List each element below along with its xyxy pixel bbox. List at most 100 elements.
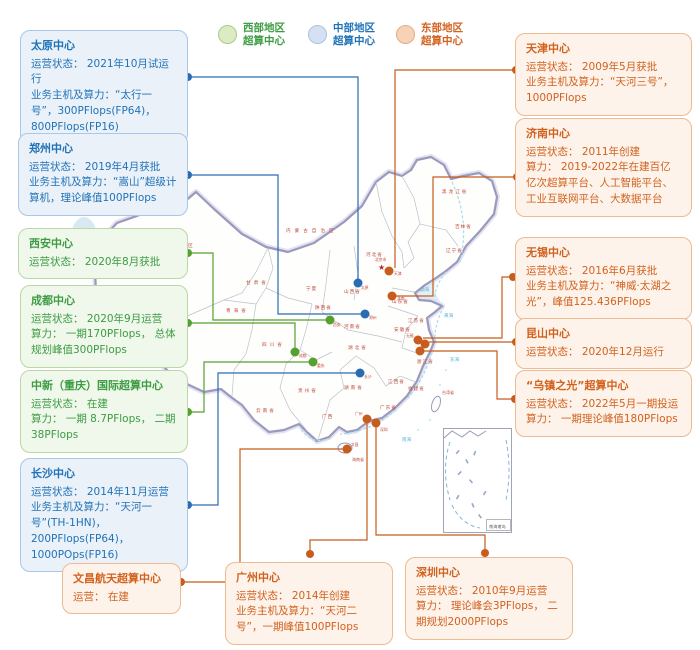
connector-lines xyxy=(181,69,517,583)
center-line: 运营状态： 在建 xyxy=(31,397,108,410)
center-title: 文昌航天超算中心 xyxy=(73,572,161,585)
map-label: 郑州 xyxy=(369,315,377,320)
center-title: 太原中心 xyxy=(31,39,75,52)
map-label: 陕西省 xyxy=(315,304,332,311)
center-line: 运营状态： 2014年创建 xyxy=(236,589,351,602)
center-box-zhengzhou: 郑州中心 运营状态： 2019年4月获批 业务主机及算力：“嵩山”超级计算机，理… xyxy=(18,133,188,216)
map-dot-tianjin xyxy=(384,266,394,276)
map-dot-wuzhen xyxy=(415,346,425,356)
map-label: 安徽省 xyxy=(394,326,411,333)
coastline xyxy=(299,181,465,441)
map-label: 河南省 xyxy=(344,323,361,330)
map-label: 台湾省 xyxy=(442,389,454,395)
center-box-taiyuan: 太原中心 运营状态： 2021年10月试运行 业务主机及算力：“太行一号”，30… xyxy=(20,30,188,145)
china-outline xyxy=(92,154,500,444)
center-line: 算力： 2019-2022年在建百亿亿次超算平台、人工智能平台、工业互联网平台、… xyxy=(526,161,673,205)
legend-item-west: 西部地区超算中心 xyxy=(218,22,285,47)
map-label: 成都 xyxy=(299,353,307,358)
map-dot-chengdu xyxy=(290,347,300,357)
map-dot-wenchang xyxy=(342,444,352,454)
legend-label-west: 西部地区超算中心 xyxy=(243,22,285,47)
center-line: 运营状态： 2020年8月获批 xyxy=(29,255,161,268)
center-box-shenzhen: 深圳中心 运营状态： 2010年9月运营 算力： 理论峰会3PFlops， 二期… xyxy=(405,557,573,640)
center-box-wuzhen: “乌镇之光”超算中心 运营状态： 2022年5月一期投运 算力： 一期理论峰值1… xyxy=(515,370,692,437)
connector-tianjin xyxy=(394,69,516,268)
map-label: 天津 xyxy=(394,271,402,276)
center-box-wenchang: 文昌航天超算中心 运营： 在建 xyxy=(62,563,181,615)
legend-circle-central-icon xyxy=(308,25,327,45)
center-box-kunshan: 昆山中心 运营状态： 2020年12月运行 xyxy=(515,318,692,370)
center-title: 中新（重庆）国际超算中心 xyxy=(31,379,163,392)
map-label: 广西 xyxy=(322,413,333,420)
connector-wuxi xyxy=(423,276,513,339)
center-line: 算力： 一期170PFlops， 总体规划峰值300PFlops xyxy=(31,328,176,356)
map-label: 太原 xyxy=(361,285,369,290)
map-label: 东海 xyxy=(450,356,460,363)
center-title: 无锡中心 xyxy=(526,246,570,259)
center-line: 业务主机及算力：“天河二号”，一期峰值100PFlops xyxy=(236,605,359,633)
map-label: 无锡 xyxy=(406,333,414,338)
legend-label-east: 东部地区超算中心 xyxy=(421,22,463,47)
beijing-star-icon: ★ xyxy=(378,263,385,272)
map-dot-taiyuan xyxy=(353,278,363,288)
legend-circle-east-icon xyxy=(396,25,415,45)
center-title: 深圳中心 xyxy=(416,566,460,579)
center-box-guangzhou: 广州中心 运营状态： 2014年创建 业务主机及算力：“天河二号”，一期峰值10… xyxy=(225,562,393,645)
map-label: 深圳 xyxy=(380,427,388,432)
connector-zhengzhou xyxy=(188,174,361,315)
center-title: 天津中心 xyxy=(526,42,570,55)
connector-jinan xyxy=(396,176,517,297)
legend-circle-west-icon xyxy=(218,25,237,45)
connector-guangzhou xyxy=(309,423,368,554)
connector-wenchang xyxy=(181,448,343,583)
center-line: 业务主机及算力：“太行一号”，300PFlops(FP64)， 800PFlop… xyxy=(31,89,156,133)
map-label: 浙江省 xyxy=(417,358,434,365)
map-dot-guangzhou xyxy=(362,414,372,424)
map-dot-wuxi xyxy=(413,335,423,345)
map-label: 长沙 xyxy=(364,374,372,379)
map-dot-shenzhen xyxy=(371,418,381,428)
map-dot-jinan xyxy=(387,291,397,301)
map-label: 济南 xyxy=(397,296,405,301)
center-title: 昆山中心 xyxy=(526,327,570,340)
map-label: 渤海 xyxy=(420,286,430,293)
connector-shenzhen xyxy=(375,427,486,553)
map-label: 云南省 xyxy=(256,407,276,414)
center-line: 运营状态： 2014年11月运营 xyxy=(31,485,169,498)
map-label: 江苏省 xyxy=(408,317,425,324)
connector-changsha xyxy=(188,372,356,506)
center-title: 长沙中心 xyxy=(31,467,75,480)
connector-chengdu xyxy=(188,322,296,349)
map-label: 广州 xyxy=(355,411,363,416)
map-dot-chongqing xyxy=(308,357,318,367)
center-title: 济南中心 xyxy=(526,127,570,140)
map-dot-changsha xyxy=(355,368,365,378)
center-line: 业务主机及算力：“神威·太湖之光”，峰值125.436PFlops xyxy=(526,280,672,308)
map-dot-xian xyxy=(325,315,335,325)
taiwan-island xyxy=(430,395,442,413)
map-label: 北京市 xyxy=(375,257,387,262)
box-dot-guangzhou xyxy=(306,550,314,558)
box-dot-shenzhen xyxy=(481,549,489,557)
map-label: 贵州省 xyxy=(298,387,318,394)
connector-taiyuan xyxy=(188,76,359,280)
center-title: 郑州中心 xyxy=(29,142,73,155)
center-box-changsha: 长沙中心 运营状态： 2014年11月运营 业务主机及算力：“天河一号”(TH-… xyxy=(20,458,188,573)
map-label: 黑龙江省 xyxy=(442,188,468,195)
center-title: “乌镇之光”超算中心 xyxy=(526,379,629,392)
map-label: 青海省 xyxy=(226,307,249,314)
map-label: 山西省 xyxy=(344,288,361,295)
map-label: 海南省 xyxy=(352,456,364,462)
map-label: 湖南省 xyxy=(344,384,364,391)
center-box-jinan: 济南中心 运营状态： 2011年创建 算力： 2019-2022年在建百亿亿次超… xyxy=(515,118,692,217)
map-label: 南海诸岛 xyxy=(489,523,506,530)
map-label: 广东省 xyxy=(380,404,397,411)
center-line: 算力： 理论峰会3PFlops， 二期规划2000PFlops xyxy=(416,600,558,628)
center-title: 成都中心 xyxy=(31,294,75,307)
center-line: 运营： 在建 xyxy=(73,590,129,603)
map-label: 文昌 xyxy=(351,442,359,447)
center-line: 运营状态： 2020年9月运营 xyxy=(31,312,163,325)
map-label: 湖北省 xyxy=(348,344,368,351)
